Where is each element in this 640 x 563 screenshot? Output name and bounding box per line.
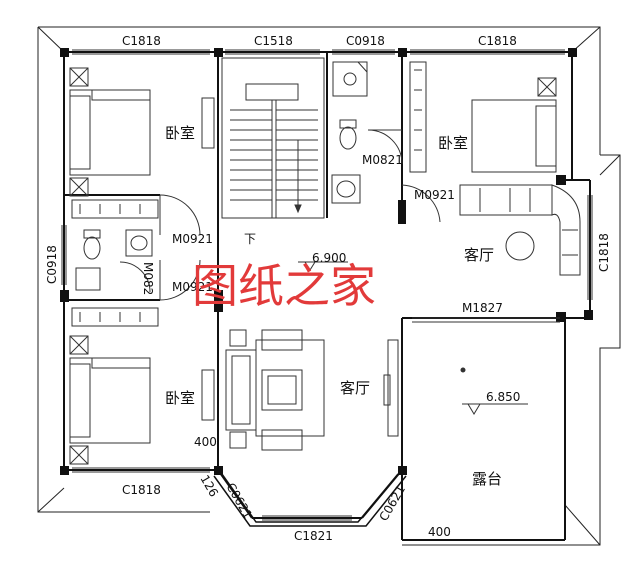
room-label-living-center: 客厅 xyxy=(340,379,370,397)
door-label-bedroom-bottom-left: M0921 xyxy=(172,280,213,294)
window-label-top-left: C1818 xyxy=(122,34,161,48)
window-label-bottom-bay: C1821 xyxy=(294,529,333,543)
level-label-floor: 6.900 xyxy=(312,251,346,265)
columns xyxy=(60,48,593,475)
wardrobes xyxy=(71,61,427,421)
stair-direction-label: 下 xyxy=(244,232,256,246)
door-label-bath-right: M0821 xyxy=(362,153,403,167)
room-label-terrace: 露台 xyxy=(472,470,502,488)
window-label-top-right: C1818 xyxy=(478,34,517,48)
room-label-bedroom-top-right: 卧室 xyxy=(438,134,468,152)
window-label-top-stair: C1518 xyxy=(254,34,293,48)
window-label-bay-left: C0621 xyxy=(223,481,255,522)
window-label-bay-right: C0621 xyxy=(376,483,408,524)
window-label-top-bath: C0918 xyxy=(346,34,385,48)
room-label-bedroom-top-left: 卧室 xyxy=(165,124,195,142)
dimension-label-400-left: 400 xyxy=(194,435,217,449)
bathroom-fixtures xyxy=(75,61,368,291)
level-label-terrace: 6.850 xyxy=(486,390,520,404)
window-label-bottom-left: C1818 xyxy=(122,483,161,497)
door-label-living-sliding: M1827 xyxy=(462,301,503,315)
door-label-bedroom-right: M0921 xyxy=(414,188,455,202)
room-label-bedroom-bottom-left: 卧室 xyxy=(165,389,195,407)
window-label-left-side: C0918 xyxy=(45,245,59,284)
walls xyxy=(63,51,591,541)
door-label-bedroom-top-left: M0921 xyxy=(172,232,213,246)
window-frames xyxy=(61,49,593,521)
door-label-bath-left-side: M082 xyxy=(141,262,155,295)
staircase xyxy=(221,57,325,219)
dimension-label-400-bottom: 400 xyxy=(428,525,451,539)
living-furniture xyxy=(225,184,581,451)
level-markers xyxy=(298,261,528,415)
beds xyxy=(69,67,557,465)
watermark: 图纸之家 xyxy=(192,259,376,313)
room-label-living-right: 客厅 xyxy=(464,246,494,264)
dimension-label-126: 126 xyxy=(197,473,221,500)
roof-outline xyxy=(37,26,621,546)
doors xyxy=(119,129,560,323)
window-label-right-side: C1818 xyxy=(597,233,611,272)
bay-window xyxy=(213,473,407,527)
